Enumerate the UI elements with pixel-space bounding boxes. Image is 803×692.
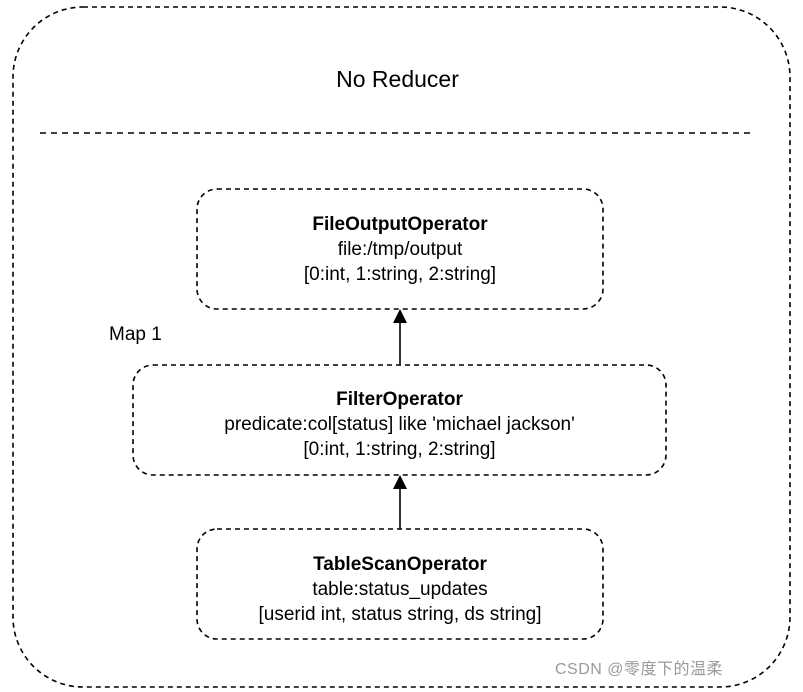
operator-schema: [0:int, 1:string, 2:string] [303,264,497,285]
section-title: No Reducer [336,66,459,92]
operator-name: FileOutputOperator [312,214,488,235]
arrowhead-scan-to-filter [393,475,407,489]
operator-detail: table:status_updates [312,579,488,600]
operator-name: TableScanOperator [313,554,487,575]
file-output-operator-box [196,188,604,310]
table-scan-operator: TableScanOperator table:status_updates [… [197,552,603,627]
outer-container [12,6,791,688]
operator-schema: [0:int, 1:string, 2:string] [303,439,496,460]
map-label: Map 1 [109,324,162,345]
operator-detail: file:/tmp/output [337,239,463,260]
watermark: CSDN @零度下的温柔 [555,661,724,678]
operator-name: FilterOperator [336,389,463,410]
operator-schema: [userid int, status string, ds string] [258,604,542,625]
operator-detail: predicate:col[status] like 'michael jack… [224,414,575,435]
arrowhead-filter-to-output [393,309,407,323]
file-output-operator: FileOutputOperator file:/tmp/output [0:i… [197,212,603,287]
filter-operator: FilterOperator predicate:col[status] lik… [133,387,666,462]
